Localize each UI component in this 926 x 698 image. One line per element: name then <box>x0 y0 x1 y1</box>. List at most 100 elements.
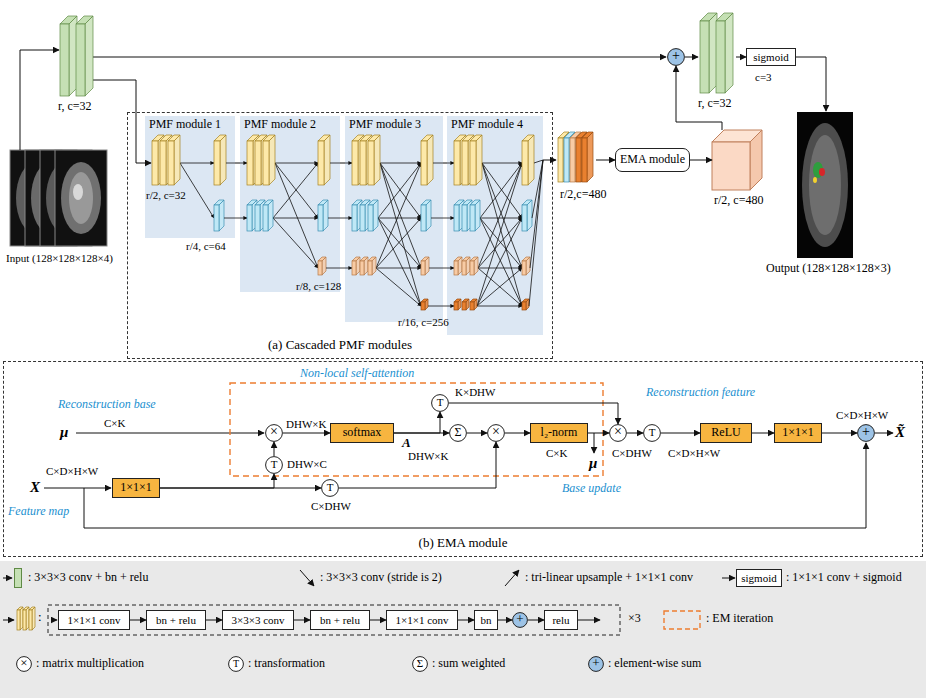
node-text: sigmoid <box>753 51 788 64</box>
matmul-sample: × <box>16 656 32 672</box>
sigmoid-box: sigmoidc=3 <box>746 48 796 66</box>
plate-face <box>324 135 330 185</box>
feature-plate <box>368 200 378 231</box>
wire <box>477 306 522 307</box>
legend-text: : EM iteration <box>706 612 773 626</box>
plate-face <box>421 261 425 275</box>
brain <box>802 123 848 247</box>
plate-face <box>569 132 575 182</box>
sum-weighted-node: Σ <box>449 424 467 442</box>
wire <box>76 433 264 434</box>
callout-label: Reconstruction base <box>58 398 156 412</box>
node-text: ReLU <box>711 426 740 440</box>
node-text: bn + relu <box>320 614 360 627</box>
legend-text: : element-wise sum <box>608 657 701 671</box>
dimension-label: DHW×K <box>408 450 448 463</box>
plate-face <box>220 135 226 185</box>
dimension-label: C×DHW <box>612 447 652 460</box>
connector <box>505 433 530 434</box>
bottleneck-frame <box>48 605 620 635</box>
node-text: sigmoid <box>741 572 776 585</box>
node-text: 1×1×1 <box>782 426 814 440</box>
wire <box>433 163 443 164</box>
tumour <box>73 184 83 200</box>
transform-node: T <box>643 424 661 442</box>
legend-arrow <box>3 578 12 579</box>
callout-label: Feature map <box>8 505 69 519</box>
feature-plate <box>564 132 575 182</box>
feature-plate <box>421 200 431 231</box>
plate-face <box>268 200 273 231</box>
legend-text: : sum weighted <box>432 657 505 671</box>
connector <box>822 433 857 434</box>
plate-face <box>20 607 23 630</box>
wire <box>875 433 893 434</box>
connector <box>160 488 321 489</box>
circle-shape <box>432 395 449 412</box>
circle-shape <box>229 657 244 672</box>
sum-node: + <box>857 424 875 442</box>
wire <box>428 306 454 307</box>
plate-face <box>160 141 166 185</box>
plate-face <box>17 610 20 630</box>
legend-text: : 3×3×3 conv (stride is 2) <box>320 571 442 585</box>
dimension-label: DHW×K <box>286 418 326 431</box>
node-text: r/2,c=480 <box>560 188 606 202</box>
wire <box>224 218 247 219</box>
connector <box>443 163 447 164</box>
node-text: EMA module <box>620 153 685 167</box>
connector <box>690 160 712 161</box>
node-text: 1×1×1 <box>120 481 152 495</box>
plate-face <box>318 205 323 231</box>
node-text: 1×1×1 conv <box>67 614 120 627</box>
plate-face <box>421 141 427 185</box>
feature-plate <box>470 200 480 231</box>
legend-text: : 3×3×3 conv + bn + relu <box>28 571 148 585</box>
node-text: 1×1×1 conv <box>395 614 448 627</box>
wire <box>328 218 352 219</box>
plate-face <box>360 261 364 275</box>
legend-text: : 1×1×1 conv + sigmoid <box>786 571 902 585</box>
wire <box>378 218 421 219</box>
connector <box>458 620 474 621</box>
node-text: T <box>327 481 334 494</box>
feature-plate <box>263 200 273 231</box>
node-text: 3×3×3 conv <box>231 614 284 627</box>
connector <box>596 160 615 161</box>
plate-face <box>564 138 569 182</box>
transform-node: T <box>265 456 283 474</box>
plate-face <box>470 141 476 185</box>
wire <box>447 163 454 164</box>
em-iteration-sample <box>664 611 700 629</box>
plate-face <box>522 205 527 231</box>
plate-face <box>269 135 275 185</box>
plate-face <box>247 141 253 185</box>
plate-face <box>575 132 581 182</box>
node-text: r, c=32 <box>698 97 732 111</box>
dimension-label: C×D×H×W <box>836 409 888 422</box>
feature-plate <box>700 13 717 93</box>
feature-plate <box>214 135 226 185</box>
node-text: bn <box>481 614 492 627</box>
plate-face <box>470 205 475 231</box>
connector <box>627 433 643 434</box>
feature-plate <box>17 607 23 630</box>
feature-plate <box>318 135 330 185</box>
plate-face <box>581 132 587 182</box>
circle-shape <box>266 457 283 474</box>
circle-shape <box>488 425 505 442</box>
sigmoid-sample: sigmoid <box>736 569 782 587</box>
connector <box>467 433 487 434</box>
plate-face <box>716 21 725 93</box>
node-text: softmax <box>343 426 382 440</box>
dimension-label: C×DHW <box>311 500 351 513</box>
input-mri-stack <box>10 150 107 246</box>
dimension-label: C×K <box>546 447 567 460</box>
feature-plate <box>558 132 569 182</box>
node-text: × <box>614 424 622 440</box>
plate-face <box>152 141 158 185</box>
connector <box>661 433 700 434</box>
sum-weighted-sample: Σ <box>412 656 428 672</box>
bottleneck-step: bn + relu <box>310 610 370 630</box>
